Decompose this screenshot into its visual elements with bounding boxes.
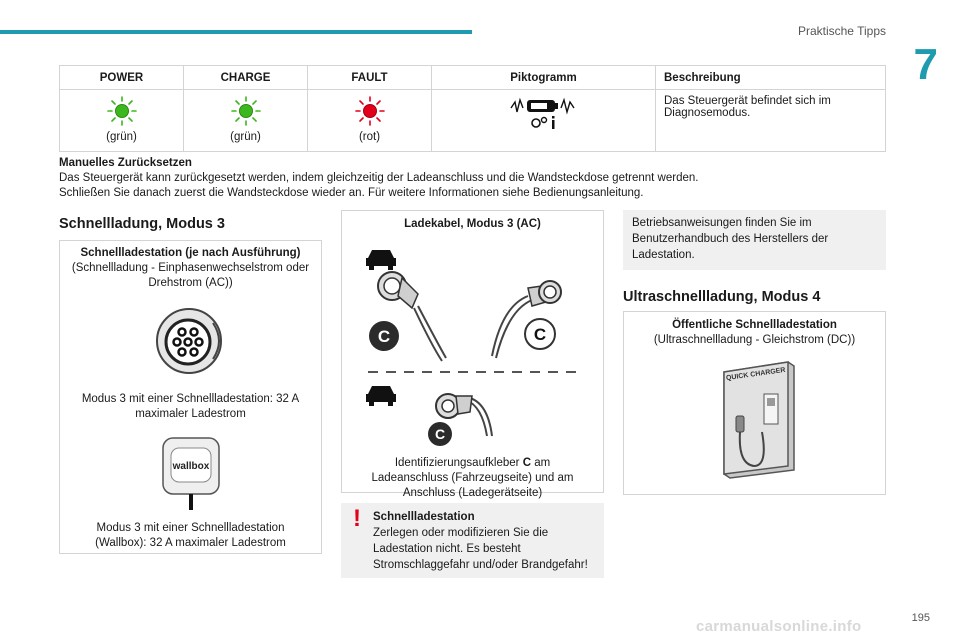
col-header-fault: FAULT bbox=[307, 65, 432, 90]
col-header-charge: CHARGE bbox=[183, 65, 308, 90]
warning-title: Schnellladestation bbox=[373, 511, 475, 523]
socket-image bbox=[60, 305, 321, 382]
type2-socket-icon bbox=[155, 308, 222, 374]
manual-reset-section: Manuelles Zurücksetzen Das Steuergerät k… bbox=[59, 156, 899, 201]
col-header-power: POWER bbox=[59, 65, 184, 90]
header-title: Praktische Tipps bbox=[797, 24, 886, 38]
warning-box: ! Schnellladestation Zerlegen oder modif… bbox=[341, 503, 604, 578]
table-header-row: POWER CHARGE FAULT Piktogramm Beschreibu… bbox=[59, 65, 886, 90]
cable-title: Ladekabel, Modus 3 (AC) bbox=[404, 218, 541, 230]
fault-led-label: (rot) bbox=[358, 131, 381, 143]
header-accent-bar bbox=[0, 30, 472, 34]
quick-charger-icon: QUICK CHARGER bbox=[722, 361, 795, 479]
cell-charge: (grün) bbox=[183, 89, 308, 152]
identification-badge-c: C bbox=[435, 426, 445, 442]
wallbox-logo-text: wallbox bbox=[171, 461, 209, 472]
cell-description: Das Steuergerät befindet sich im Diagnos… bbox=[655, 89, 886, 152]
manual-reset-title: Manuelles Zurücksetzen bbox=[59, 157, 192, 169]
cell-fault: (rot) bbox=[307, 89, 432, 152]
mode4-heading: Ultraschnellladung, Modus 4 bbox=[623, 289, 821, 305]
col-header-description: Beschreibung bbox=[655, 65, 886, 90]
mode3-heading: Schnellladung, Modus 3 bbox=[59, 216, 225, 232]
green-led-icon bbox=[106, 96, 137, 126]
identification-badge-c: C bbox=[534, 325, 546, 344]
col-header-pictogram: Piktogramm bbox=[431, 65, 656, 90]
manual-reset-text-1: Das Steuergerät kann zurückgesetzt werde… bbox=[59, 172, 699, 184]
chapter-number: 7 bbox=[913, 40, 938, 89]
wallbox-image: wallbox bbox=[60, 436, 321, 517]
charging-station-title: Schnellladestation (je nach Ausführung) bbox=[80, 247, 301, 259]
cable-caption: Identifizierungsaufkleber C am Ladeansch… bbox=[371, 457, 574, 499]
cable-box: Ladekabel, Modus 3 (AC) C C bbox=[341, 210, 604, 499]
diagnostic-mode-icon bbox=[509, 97, 575, 129]
manual-reset-text-2: Schließen Sie danach zuerst die Wandstec… bbox=[59, 187, 644, 199]
wallbox-icon: wallbox bbox=[161, 437, 220, 510]
cell-pictogram bbox=[431, 89, 656, 152]
identification-badge-c: C bbox=[378, 327, 390, 346]
charging-station-subtitle: (Schnellladung - Einphasenwechselstrom o… bbox=[71, 262, 310, 289]
red-led-icon bbox=[354, 96, 385, 126]
wallbox-caption: Modus 3 mit einer Schnellladestation (Wa… bbox=[95, 522, 286, 549]
page-number: 195 bbox=[911, 612, 930, 624]
public-station-box: Öffentliche Schnellladestation (Ultrasch… bbox=[623, 311, 886, 495]
warning-icon: ! bbox=[353, 505, 361, 532]
info-box: Betriebsanweisungen finden Sie im Benutz… bbox=[623, 210, 886, 270]
warning-text: Zerlegen oder modifizieren Sie die Lades… bbox=[373, 527, 588, 571]
public-station-subtitle: (Ultraschnellladung - Gleichstrom (DC)) bbox=[653, 334, 856, 346]
charging-station-box: Schnellladestation (je nach Ausführung) … bbox=[59, 240, 322, 554]
watermark: carmanualsonline.info bbox=[696, 618, 862, 635]
table-row: (grün) (grün) bbox=[59, 89, 886, 152]
power-led-label: (grün) bbox=[106, 131, 137, 143]
car-icon bbox=[366, 250, 396, 270]
green-led-icon bbox=[230, 96, 261, 126]
cable-illustration: C C C bbox=[366, 250, 582, 446]
socket-caption: Modus 3 mit einer Schnellladestation: 32… bbox=[81, 393, 300, 420]
cell-power: (grün) bbox=[59, 89, 184, 152]
charge-led-label: (grün) bbox=[230, 131, 261, 143]
public-station-title: Öffentliche Schnellladestation bbox=[672, 319, 837, 331]
quick-charger-image: QUICK CHARGER bbox=[624, 354, 885, 487]
info-text: Betriebsanweisungen finden Sie im Benutz… bbox=[632, 217, 829, 261]
led-status-table: POWER CHARGE FAULT Piktogramm Beschreibu… bbox=[59, 65, 886, 152]
